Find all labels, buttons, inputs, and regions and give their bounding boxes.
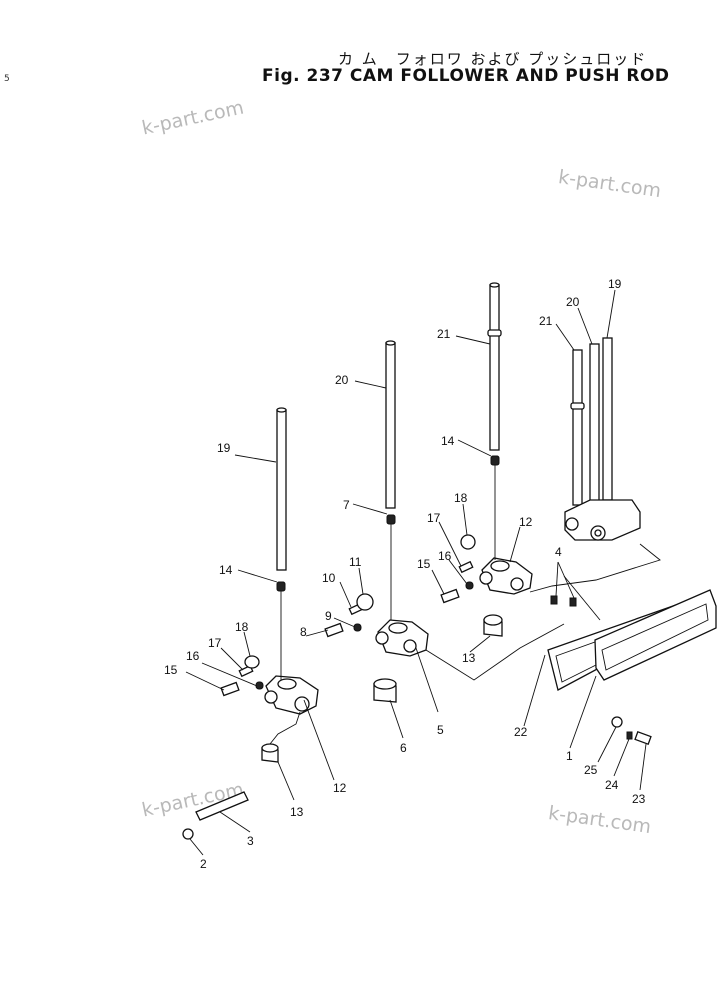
cup-14 <box>276 581 286 592</box>
callout-19: 19 <box>217 441 231 455</box>
callout-17: 17 <box>427 511 441 525</box>
callout-25: 25 <box>584 763 598 777</box>
callout-13: 13 <box>462 651 476 665</box>
lock-washer-24 <box>626 731 633 740</box>
callout-2: 2 <box>200 857 207 871</box>
push-rod-19 <box>276 407 287 571</box>
callout-16: 16 <box>438 549 452 563</box>
callouts: 1 2 3 4 5 6 7 8 9 10 11 12 12 13 13 14 1… <box>164 277 646 871</box>
push-rod-21 <box>487 282 502 451</box>
callout-13: 13 <box>290 805 304 819</box>
callout-4: 4 <box>555 545 562 559</box>
bolt-4 <box>550 595 558 605</box>
callout-22: 22 <box>514 725 528 739</box>
callout-21: 21 <box>437 327 451 341</box>
callout-5: 5 <box>437 723 444 737</box>
callout-15: 15 <box>417 557 431 571</box>
ball-16 <box>255 681 264 690</box>
spring-17 <box>458 560 474 574</box>
callout-17: 17 <box>208 636 222 650</box>
callout-18: 18 <box>235 620 249 634</box>
push-rod-20 <box>385 340 396 509</box>
callout-19: 19 <box>608 277 622 291</box>
callout-18: 18 <box>454 491 468 505</box>
callout-15: 15 <box>164 663 178 677</box>
bolt-23 <box>634 731 652 745</box>
washer-11 <box>356 593 374 611</box>
callout-21: 21 <box>539 314 553 328</box>
callout-23: 23 <box>632 792 646 806</box>
pin-15 <box>220 681 240 697</box>
callout-20: 20 <box>335 373 349 387</box>
callout-6: 6 <box>400 741 407 755</box>
washer-18 <box>460 534 476 550</box>
washer-25 <box>611 716 623 728</box>
snap-ring-2 <box>182 828 194 840</box>
callout-12: 12 <box>333 781 347 795</box>
callout-8: 8 <box>300 625 307 639</box>
callout-10: 10 <box>322 571 336 585</box>
callout-12: 12 <box>519 515 533 529</box>
callout-1: 1 <box>566 749 573 763</box>
cam-follower-left <box>264 675 319 715</box>
bolt-4 <box>569 597 577 607</box>
callout-7: 7 <box>343 498 350 512</box>
callout-14: 14 <box>441 434 455 448</box>
callout-16: 16 <box>186 649 200 663</box>
callout-20: 20 <box>566 295 580 309</box>
pin-8 <box>324 622 344 638</box>
callout-11: 11 <box>349 555 362 569</box>
cup-14 <box>490 455 500 466</box>
washer-18 <box>244 655 260 669</box>
callout-24: 24 <box>605 778 619 792</box>
figure-title: Fig. 237 CAM FOLLOWER AND PUSH ROD <box>262 66 670 86</box>
cam-follower-middle <box>375 619 429 657</box>
shaft-3 <box>195 791 249 821</box>
cam-follower-right <box>479 557 533 595</box>
callout-3: 3 <box>247 834 254 848</box>
pin-15 <box>440 588 460 604</box>
ball-16 <box>465 581 474 590</box>
ball-9 <box>353 623 362 632</box>
figure-title-japanese: カ ム フォロワ および プッシュロッド <box>338 50 648 68</box>
callout-9: 9 <box>325 609 332 623</box>
margin-mark: 5 <box>4 74 10 84</box>
callout-14: 14 <box>219 563 233 577</box>
leader-lines <box>185 289 661 856</box>
ball-seat-7 <box>386 514 396 525</box>
assembled-push-rods <box>564 337 641 541</box>
